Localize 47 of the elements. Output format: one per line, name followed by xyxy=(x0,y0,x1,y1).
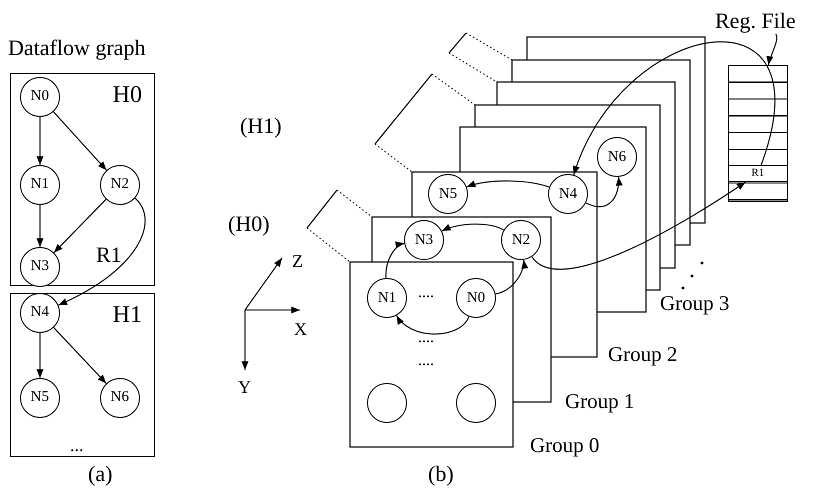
arrow xyxy=(586,176,622,208)
arrow xyxy=(58,198,146,306)
graph-partition-box xyxy=(10,293,155,457)
register-row: R1 xyxy=(728,164,788,182)
arrow xyxy=(385,242,404,278)
text-label: .... xyxy=(418,284,434,302)
arrow xyxy=(36,333,44,378)
node-circle: N0 xyxy=(20,76,60,117)
arrow xyxy=(36,117,44,165)
text-label: (H0) xyxy=(228,212,270,236)
text-label: (a) xyxy=(88,462,112,486)
arrow xyxy=(495,260,528,294)
text-label: Z xyxy=(292,252,303,272)
text-label: ... xyxy=(70,436,84,456)
node-circle: N6 xyxy=(100,378,140,418)
text-label: (b) xyxy=(428,462,454,486)
text-label: .... xyxy=(418,329,434,347)
text-label: X xyxy=(294,320,307,340)
arrow xyxy=(442,224,504,232)
arrow xyxy=(573,42,775,176)
text-label: Group 0 xyxy=(530,434,600,458)
text-label: .... xyxy=(418,352,434,370)
node-circle: N2 xyxy=(100,164,140,205)
leader-line xyxy=(766,34,778,66)
arrow xyxy=(54,198,106,254)
edge-label: R1 xyxy=(96,243,122,268)
text-label: Group 1 xyxy=(565,390,634,414)
text-label: (H1) xyxy=(240,114,282,138)
arrow xyxy=(36,205,44,247)
node-circle: N4 xyxy=(20,292,60,333)
box-title: H1 xyxy=(112,302,142,328)
graph-partition-box xyxy=(10,73,155,286)
text-label: Y xyxy=(238,378,251,398)
arrow xyxy=(53,327,107,384)
node-circle: N1 xyxy=(20,164,60,205)
text-label: Group 2 xyxy=(608,343,678,366)
text-label: Dataflow graph xyxy=(8,36,146,60)
box-title: H0 xyxy=(112,82,142,108)
arrow xyxy=(532,182,746,270)
register-file xyxy=(728,65,788,202)
reg-file-label: Reg. File xyxy=(715,8,818,34)
node-circle: N3 xyxy=(20,246,60,287)
text-label: Group 3 xyxy=(660,292,730,316)
node-circle: N5 xyxy=(20,378,60,418)
arrow xyxy=(466,180,550,188)
arrow xyxy=(396,315,470,335)
arrow xyxy=(53,111,107,171)
